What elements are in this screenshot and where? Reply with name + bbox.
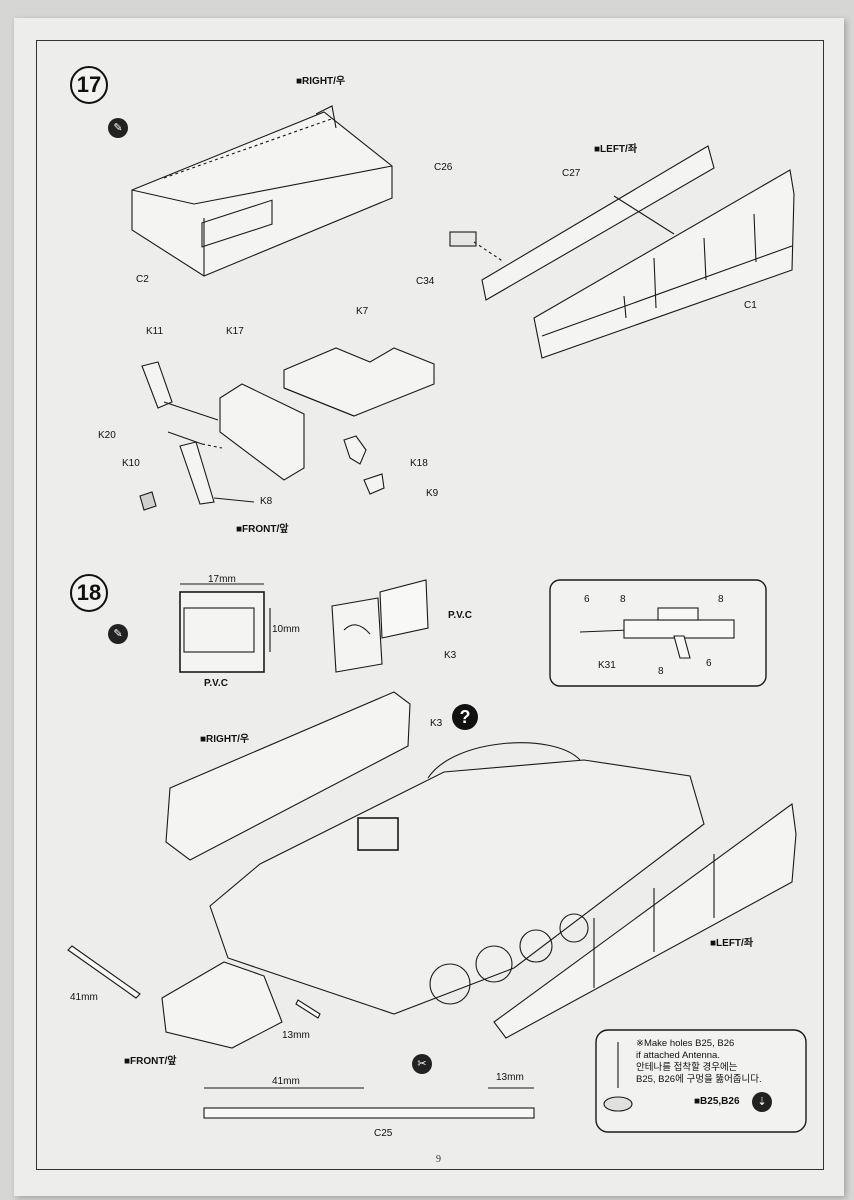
assembly-line-art (67, 105, 807, 1133)
hull-left-side-drawing (493, 803, 797, 1039)
hobby-knife-icon: ✂ (412, 1054, 432, 1074)
dimension-13mm-strip: 13mm (282, 1030, 310, 1041)
note-line-1: ※Make holes B25, B26 (636, 1038, 735, 1049)
part-label-k11: K11 (146, 326, 164, 337)
page-frame (36, 40, 824, 1170)
part-k10-drawing (139, 491, 157, 511)
step-17-badge: 17 (70, 66, 108, 104)
paint-code-5: 8 (658, 666, 664, 677)
drill-icon: ⇣ (752, 1092, 772, 1112)
note-line-4: B25, B26에 구멍을 뚫어줍니다. (636, 1074, 762, 1085)
paint-code-4: 6 (706, 658, 712, 669)
pvc-template-drawing (179, 583, 271, 673)
step18-front-label: ■FRONT/앞 (124, 1056, 177, 1067)
page-number: 9 (436, 1154, 441, 1165)
dimension-13mm-c25: 13mm (496, 1072, 524, 1083)
paint-code-1: 6 (584, 594, 590, 605)
paint-code-3: 8 (718, 594, 724, 605)
antenna-note-text: ※Make holes B25, B26 if attached Antenna… (636, 1038, 762, 1086)
part-label-k31: K31 (598, 660, 616, 671)
part-c27-drawing (481, 145, 715, 301)
cement-tube-icon: ✎ (108, 118, 128, 138)
part-k7-drawing (283, 347, 435, 417)
part-label-c25: C25 (374, 1128, 393, 1139)
cement-tube-icon: ✎ (108, 624, 128, 644)
instruction-sheet: 17 ✎ ■RIGHT/우 ■LEFT/좌 C26 C2 C27 C34 C1 … (14, 18, 844, 1196)
pvc-sheet-label: P.V.C (448, 610, 472, 621)
step-18-badge: 18 (70, 574, 108, 612)
part-k17-drawing (219, 383, 305, 481)
dimension-17mm: 17mm (208, 574, 236, 585)
part-label-k9: K9 (426, 488, 439, 499)
part-label-c27: C27 (562, 168, 581, 179)
part-c26-drawing (131, 105, 393, 277)
question-mark-icon: ? (452, 704, 478, 730)
strip-13mm-drawing (295, 999, 321, 1019)
strip-41mm-drawing (67, 945, 141, 999)
k3-window-drawing (331, 579, 429, 673)
part-label-k20: K20 (98, 430, 116, 441)
part-k18-drawing (343, 435, 367, 465)
note-line-2: if attached Antenna. (636, 1050, 720, 1061)
part-label-k3: K3 (444, 650, 457, 661)
part-label-c34: C34 (416, 276, 435, 287)
part-label-k10: K10 (122, 458, 140, 469)
dimension-41mm-strip: 41mm (70, 992, 98, 1003)
part-label-k7: K7 (356, 306, 369, 317)
hull-body-drawing (209, 742, 705, 1015)
part-c25-drawing (203, 1087, 535, 1119)
part-label-k17: K17 (226, 326, 244, 337)
step17-front-label: ■FRONT/앞 (236, 524, 289, 535)
note-parts-label: ■B25,B26 (694, 1096, 740, 1107)
pvc-template-label: P.V.C (204, 678, 228, 689)
paint-code-2: 8 (620, 594, 626, 605)
hull-right-side-drawing (165, 691, 411, 861)
step17-left-label: ■LEFT/좌 (594, 144, 638, 155)
part-label-k8: K8 (260, 496, 273, 507)
part-c1-drawing (533, 169, 795, 359)
rifle-inset-box (549, 579, 767, 687)
part-label-k3-assembly: K3 (430, 718, 443, 729)
part-label-c2: C2 (136, 274, 149, 285)
note-line-3: 안테나를 접착할 경우에는 (636, 1062, 738, 1073)
part-label-c26: C26 (434, 162, 453, 173)
dimension-10mm: 10mm (272, 624, 300, 635)
part-k8-drawing (179, 441, 255, 505)
part-label-c1: C1 (744, 300, 757, 311)
dimension-41mm-c25: 41mm (272, 1076, 300, 1087)
front-plate-drawing (161, 961, 283, 1049)
step18-left-label: ■LEFT/좌 (710, 938, 754, 949)
part-k9-drawing (363, 473, 385, 495)
part-c34-drawing (449, 231, 505, 263)
part-label-k18: K18 (410, 458, 428, 469)
part-k11-drawing (141, 361, 219, 421)
step17-right-label: ■RIGHT/우 (296, 76, 346, 87)
step18-right-label: ■RIGHT/우 (200, 734, 250, 745)
